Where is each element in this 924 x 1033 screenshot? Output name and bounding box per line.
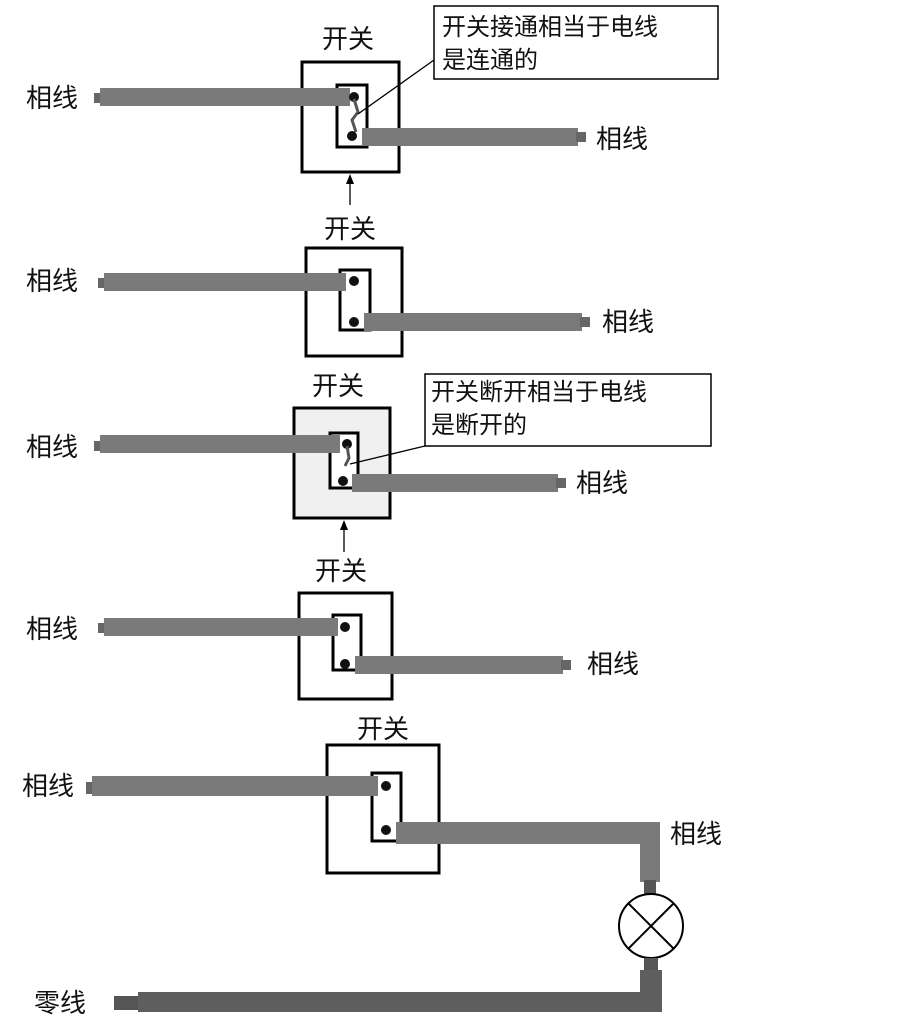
contact-top [349,276,359,286]
phase-label-left: 相线 [22,772,74,802]
wire-tip-right [576,132,586,142]
phase-wire-in [100,88,350,106]
phase-wire-out [352,474,558,492]
switch-label: 开关 [315,557,367,587]
phase-label-left: 相线 [26,433,78,463]
wire-tip-right [580,317,590,327]
phase-wire-in [92,776,378,796]
lamp-terminal-bottom [644,958,658,972]
phase-label-right: 相线 [596,125,648,155]
arrow-up-icon [346,174,354,184]
wire-tip-left [94,441,104,451]
switch-label: 开关 [357,715,409,745]
phase-wire-in [100,435,340,453]
neutral-label: 零线 [34,989,86,1019]
phase-label-right: 相线 [576,469,628,499]
contact-bottom [340,659,350,669]
contact-bottom [349,317,359,327]
neutral-wire [138,970,662,1012]
switch-blade-open [343,445,351,467]
callout-off-line2: 是断开的 [431,411,527,439]
contact-top [342,439,352,449]
callout-box-off [424,373,712,447]
phase-wire-out [364,313,582,331]
callout-leader-off [349,445,426,465]
lamp-terminal-top [644,880,656,894]
callout-off-line1: 开关断开相当于电线 [431,378,647,406]
arrow-up-icon [340,520,348,530]
contact-bottom [347,131,357,141]
row-3-switch-off: 开关 相线 相线 开关断开相当于电线 是断开的 [26,372,712,552]
phase-wire-in [104,618,338,636]
wire-tip-left [98,278,108,288]
row-1-switch-on: 开关 相线 相线 开关接通相当于电线 是连通的 [26,5,719,205]
phase-wire-in [104,273,346,291]
contact-top [340,622,350,632]
phase-wire-to-lamp [396,822,660,882]
contact-bottom [381,825,391,835]
switch-label: 开关 [312,372,364,402]
callout-on-line2: 是连通的 [442,46,538,74]
contact-bottom [338,476,348,486]
contact-top [349,92,359,102]
phase-wire-out [355,656,563,674]
callout-box-on [433,5,719,80]
phase-label-left: 相线 [26,84,78,114]
row-5-lamp-circuit: 开关 相线 相线 零线 [22,715,722,1019]
switch-label: 开关 [324,215,376,245]
wire-tip-right [556,478,566,488]
switch-blade-closed [350,98,360,133]
phase-wire-out [362,128,578,146]
row-2-switch-on: 开关 相线 相线 [26,215,654,358]
callout-on-line1: 开关接通相当于电线 [442,13,658,41]
phase-label-left: 相线 [26,615,78,645]
contact-top [381,781,391,791]
phase-label-left: 相线 [26,267,78,297]
phase-label-right: 相线 [587,650,639,680]
wire-tip-left [94,93,104,103]
lamp-cross-b [627,902,675,950]
wire-tip-right [561,660,571,670]
wire-tip-left [86,782,96,794]
wire-tip-left [98,623,108,633]
neutral-wire-tip [114,996,138,1010]
callout-leader-on [357,59,435,115]
switch-label: 开关 [322,25,374,55]
row-4-switch-off: 开关 相线 相线 [26,557,639,701]
phase-label-right: 相线 [602,308,654,338]
phase-label-right: 相线 [670,820,722,850]
